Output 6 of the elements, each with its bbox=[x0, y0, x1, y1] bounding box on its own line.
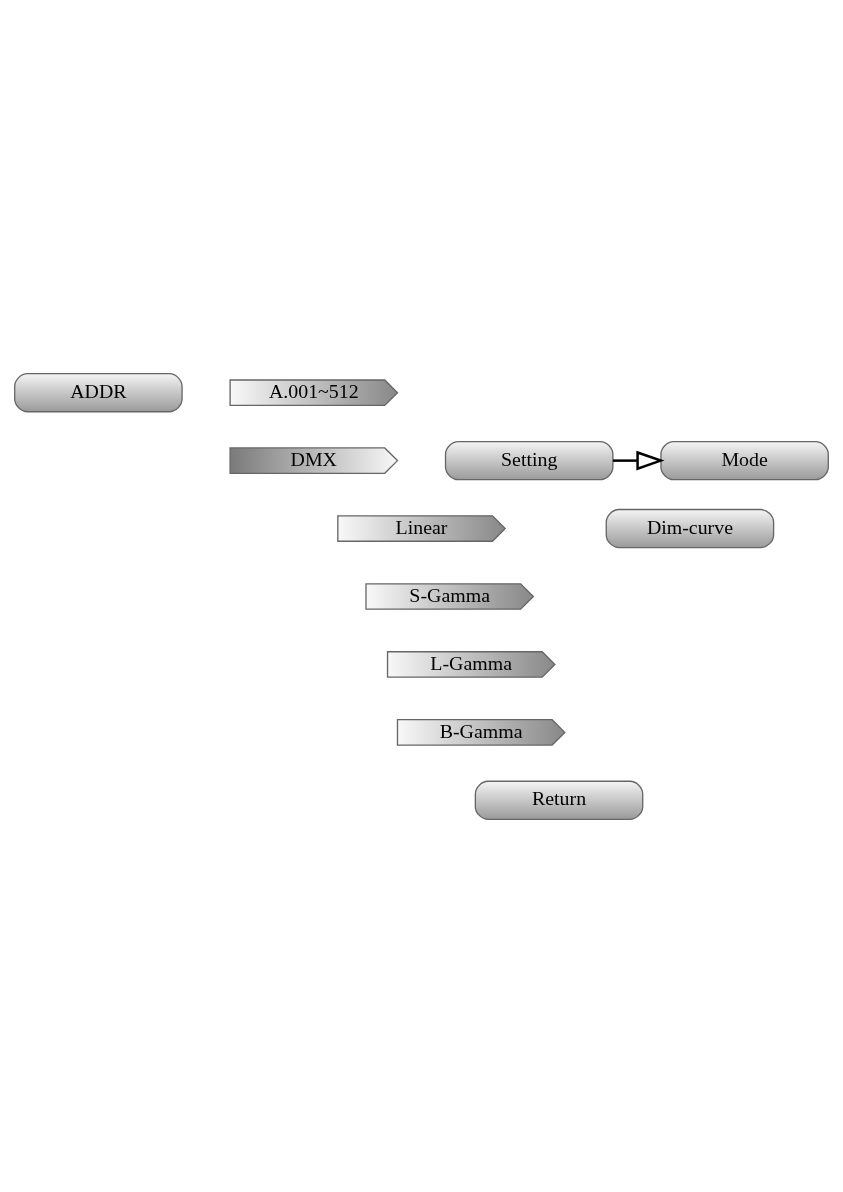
node-box: Return bbox=[474, 780, 644, 820]
node-box: Dim-curve bbox=[605, 508, 775, 548]
arrow bbox=[612, 450, 665, 470]
node-box: Setting bbox=[444, 440, 614, 480]
node-box: Mode bbox=[660, 440, 829, 480]
node-box: ADDR bbox=[14, 372, 183, 412]
